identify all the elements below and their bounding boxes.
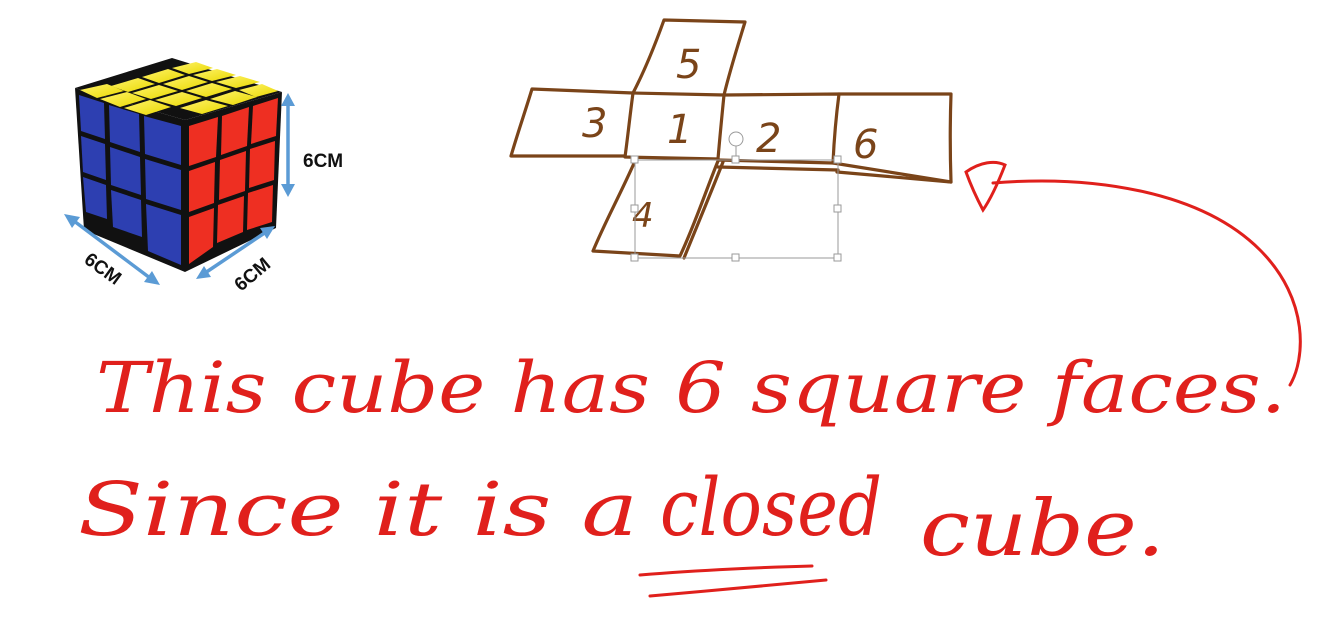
face-label-3: 3 [582,101,607,147]
selection-box[interactable] [630,131,842,262]
dimension-arrows [64,93,295,285]
height-dimension-label: 6CM [303,151,343,172]
handwritten-notes: This cube has 6 square faces. Since it i… [78,347,1286,598]
face-label-6: 6 [853,122,878,168]
cube-right-stickers [189,98,278,264]
handwritten-line-1: This cube has 6 square faces. [96,347,1286,429]
resize-handle-se[interactable] [833,253,842,262]
rotate-handle-icon[interactable] [728,131,744,147]
rubiks-cube-image: 6CM 6CM 6CM [64,58,343,296]
handwritten-line-2-emphasis: closed [660,461,882,554]
resize-handle-s[interactable] [731,253,740,262]
net-face-5 [631,18,747,97]
handwritten-line-2-tail: cube. [920,484,1165,574]
red-curved-arrow [964,160,1302,387]
resize-handle-sw[interactable] [630,253,639,262]
handwritten-line-2-lead: Since it is a [78,467,638,553]
resize-handle-ne[interactable] [833,155,842,164]
face-label-1: 1 [667,107,692,153]
resize-handle-w[interactable] [630,204,639,213]
net-face-4 [591,159,720,258]
face-label-5: 5 [676,42,701,88]
cube-top-stickers [80,62,278,115]
cube-top-face [75,58,282,120]
cube-left-stickers [79,95,181,265]
arrowhead-icon [964,160,1007,213]
resize-handle-n[interactable] [731,155,740,164]
resize-handle-nw[interactable] [630,155,639,164]
net-face-6 [835,92,953,184]
net-face-3 [509,87,635,158]
emphasis-underline [638,564,828,598]
cube-net-sketch [509,18,953,260]
resize-handle-e[interactable] [833,204,842,213]
face-label-2: 2 [756,116,781,162]
right-edge-dimension-label: 6CM [231,254,275,296]
